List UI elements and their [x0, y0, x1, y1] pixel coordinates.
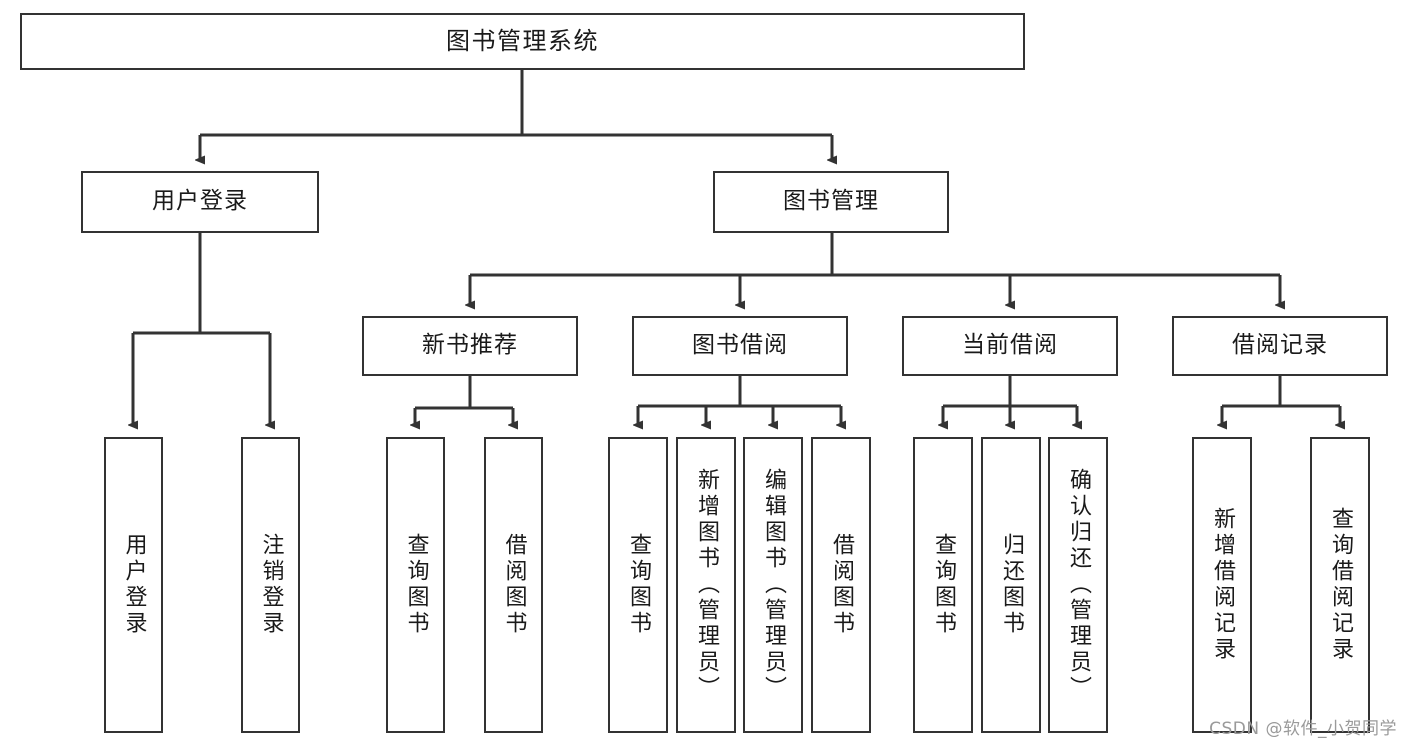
- leaf-borrow-edit-book-admin[interactable]: 编辑图书（管理员）: [743, 437, 803, 733]
- node-label: 新增借阅记录: [1210, 507, 1235, 663]
- node-root-system[interactable]: 图书管理系统: [20, 13, 1025, 70]
- node-label: 借阅记录: [1232, 332, 1328, 359]
- node-current-borrow[interactable]: 当前借阅: [902, 316, 1118, 376]
- leaf-records-query-record[interactable]: 查询借阅记录: [1310, 437, 1370, 733]
- leaf-current-confirm-return-admin[interactable]: 确认归还（管理员）: [1048, 437, 1108, 733]
- node-label: 新书推荐: [422, 332, 518, 359]
- leaf-borrow-query-book[interactable]: 查询图书: [608, 437, 668, 733]
- node-label: 图书管理: [783, 188, 879, 215]
- node-borrow-records[interactable]: 借阅记录: [1172, 316, 1388, 376]
- leaf-current-return-book[interactable]: 归还图书: [981, 437, 1041, 733]
- node-label: 新增图书（管理员）: [694, 468, 719, 702]
- node-new-book-recommend[interactable]: 新书推荐: [362, 316, 578, 376]
- node-label: 图书借阅: [692, 332, 788, 359]
- leaf-current-query-book[interactable]: 查询图书: [913, 437, 973, 733]
- node-label: 用户登录: [121, 533, 147, 637]
- node-label: 查询图书: [403, 533, 429, 637]
- node-user-login[interactable]: 用户登录: [81, 171, 319, 233]
- node-label: 编辑图书（管理员）: [761, 468, 786, 702]
- leaf-borrow-borrow-book[interactable]: 借阅图书: [811, 437, 871, 733]
- leaf-borrow-add-book-admin[interactable]: 新增图书（管理员）: [676, 437, 736, 733]
- node-label: 查询图书: [626, 533, 651, 637]
- node-book-borrow[interactable]: 图书借阅: [632, 316, 848, 376]
- leaf-user-login-signin[interactable]: 用户登录: [104, 437, 163, 733]
- node-label: 当前借阅: [962, 332, 1058, 359]
- node-book-management[interactable]: 图书管理: [713, 171, 949, 233]
- leaf-user-login-signout[interactable]: 注销登录: [241, 437, 300, 733]
- leaf-records-add-record[interactable]: 新增借阅记录: [1192, 437, 1252, 733]
- node-label: 用户登录: [152, 188, 248, 215]
- node-label: 查询图书: [931, 533, 956, 637]
- node-label: 图书管理系统: [446, 27, 599, 56]
- leaf-recommend-borrow-book[interactable]: 借阅图书: [484, 437, 543, 733]
- node-label: 确认归还（管理员）: [1066, 468, 1091, 702]
- leaf-recommend-query-book[interactable]: 查询图书: [386, 437, 445, 733]
- node-label: 借阅图书: [501, 533, 527, 637]
- node-label: 归还图书: [999, 533, 1024, 637]
- watermark: CSDN @软件_小贺同学: [1209, 719, 1397, 739]
- node-label: 借阅图书: [829, 533, 854, 637]
- node-label: 查询借阅记录: [1328, 507, 1353, 663]
- node-label: 注销登录: [258, 533, 284, 637]
